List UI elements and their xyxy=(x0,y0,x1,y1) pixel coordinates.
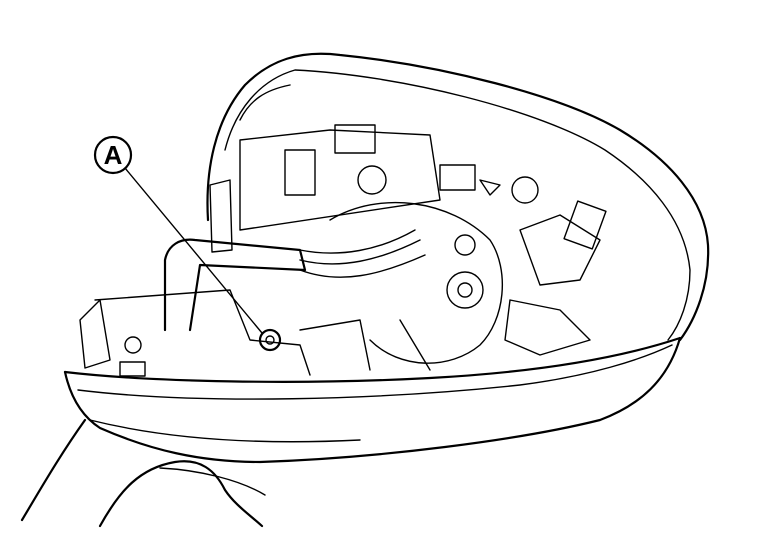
internal-mechanism xyxy=(79,124,607,377)
callout-a: A xyxy=(93,135,263,334)
callout-circle xyxy=(93,135,133,175)
callout-label-a: A xyxy=(104,140,123,170)
mirror-base xyxy=(20,418,266,528)
mirror-housing-shell xyxy=(63,52,710,464)
bolt-a xyxy=(258,328,282,352)
callout-leader-line xyxy=(124,167,263,334)
